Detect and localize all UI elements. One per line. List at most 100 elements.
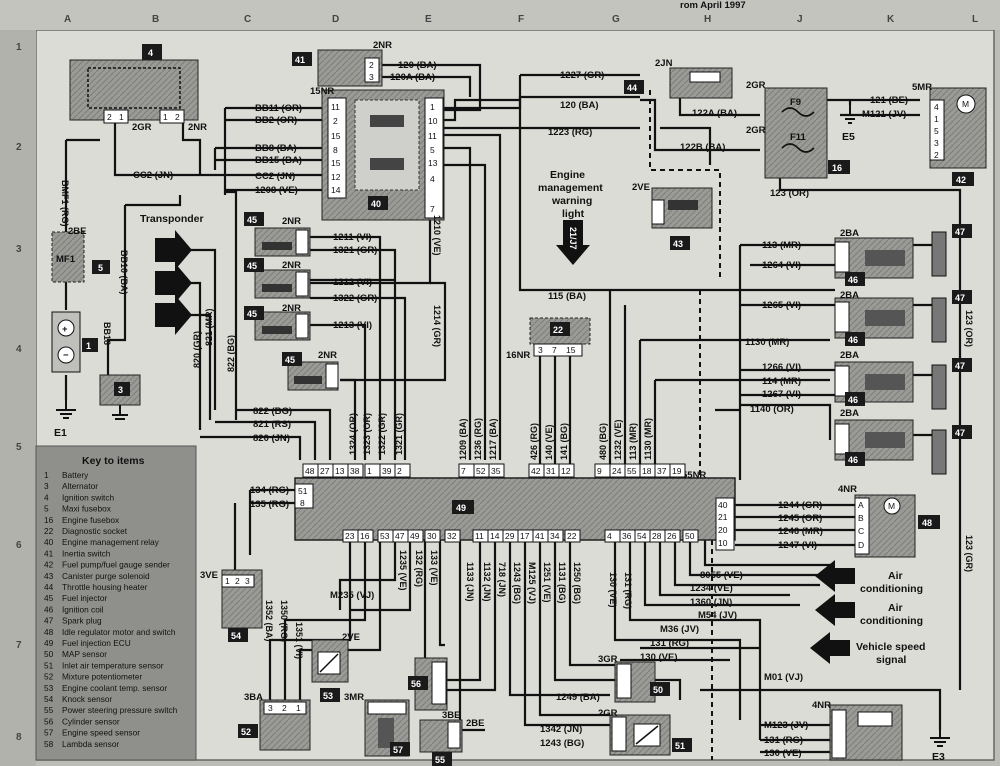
key-item-label: Maxi fusebox xyxy=(62,504,112,514)
svg-text:A: A xyxy=(858,500,864,510)
svg-text:5MR: 5MR xyxy=(912,82,932,93)
svg-text:8055 (VE): 8055 (VE) xyxy=(700,570,743,581)
key-item-number: 49 xyxy=(44,638,54,648)
svg-text:2BA: 2BA xyxy=(840,290,859,301)
svg-text:7: 7 xyxy=(552,345,557,355)
svg-text:120 (BA): 120 (BA) xyxy=(398,60,437,71)
ecu-pin-label: 4 xyxy=(607,531,612,541)
screened-wires xyxy=(649,90,721,760)
key-item-label: Throttle housing heater xyxy=(62,582,148,592)
svg-text:2BA: 2BA xyxy=(840,228,859,239)
grid-rows: 1 2 3 4 5 6 7 8 xyxy=(16,42,22,743)
svg-text:4: 4 xyxy=(934,102,939,112)
svg-text:Engine: Engine xyxy=(550,169,585,181)
svg-text:52: 52 xyxy=(241,727,251,737)
svg-text:1322 (GR): 1322 (GR) xyxy=(377,413,387,455)
svg-text:F9: F9 xyxy=(790,97,801,108)
svg-text:−: − xyxy=(63,350,69,361)
svg-text:45: 45 xyxy=(247,309,257,319)
svg-text:2: 2 xyxy=(235,576,240,586)
svg-text:2BE: 2BE xyxy=(68,226,86,237)
svg-text:1235 (VE): 1235 (VE) xyxy=(398,550,408,591)
ecu-pin-label: 39 xyxy=(382,466,392,476)
svg-text:12: 12 xyxy=(331,172,341,182)
ecu-side-pins: 51 8 40 21 20 10 xyxy=(294,483,735,551)
ecu-pin-label: 36 xyxy=(622,531,632,541)
svg-text:A: A xyxy=(64,14,71,25)
ecu-pin-label: 17 xyxy=(520,531,530,541)
ecu-pin-label: 22 xyxy=(567,531,577,541)
svg-text:22: 22 xyxy=(553,325,563,335)
svg-text:130 (VE): 130 (VE) xyxy=(608,572,618,608)
ignition-coil-3: 46 2BA xyxy=(834,350,914,406)
svg-text:B: B xyxy=(858,513,864,523)
key-item-label: Ignition switch xyxy=(62,492,114,502)
svg-text:2JN: 2JN xyxy=(655,58,673,69)
power-steering-switch: 55 3BE 2BE xyxy=(419,710,484,766)
ecu-pin xyxy=(682,529,699,543)
key-item-label: Engine coolant temp. sensor xyxy=(62,683,167,693)
svg-text:8: 8 xyxy=(16,732,22,743)
svg-text:E3: E3 xyxy=(932,751,945,763)
ecu-pin-label: 14 xyxy=(490,531,500,541)
ground-e1: E1 xyxy=(54,400,76,439)
spark-plugs: 47 47 47 47 xyxy=(931,224,972,475)
svg-text:113 (MR): 113 (MR) xyxy=(628,423,638,460)
fuel-injector-2: 45 2NR xyxy=(244,258,311,299)
svg-text:4NR: 4NR xyxy=(838,484,857,495)
svg-text:2NR: 2NR xyxy=(282,216,301,227)
svg-text:718 (JN): 718 (JN) xyxy=(497,562,507,597)
svg-text:21: 21 xyxy=(718,512,728,522)
svg-text:47: 47 xyxy=(955,227,965,237)
ecu-pin-label: 11 xyxy=(475,531,484,541)
svg-text:2NR: 2NR xyxy=(282,260,301,271)
svg-text:15NR: 15NR xyxy=(310,86,334,97)
svg-text:130 (VE): 130 (VE) xyxy=(640,652,678,663)
svg-text:1245 (OR): 1245 (OR) xyxy=(778,513,822,524)
key-item-number: 3 xyxy=(44,481,49,491)
ecu-pin-label: 55 xyxy=(627,466,637,476)
ecu-pin-label: 53 xyxy=(380,531,390,541)
ecu-pin-label: 28 xyxy=(652,531,662,541)
svg-text:46: 46 xyxy=(848,335,858,345)
svg-text:E5: E5 xyxy=(842,131,855,143)
svg-text:Air: Air xyxy=(888,602,903,614)
svg-text:3: 3 xyxy=(538,345,543,355)
header-fragment: rom April 1997 xyxy=(680,0,746,11)
svg-text:3: 3 xyxy=(118,385,123,395)
key-item-number: 40 xyxy=(44,537,54,547)
canister-purge-solenoid: 43 2VE xyxy=(632,182,713,250)
svg-text:46: 46 xyxy=(848,275,858,285)
svg-text:16: 16 xyxy=(832,163,842,173)
key-item-number: 56 xyxy=(44,716,54,726)
svg-text:warning: warning xyxy=(551,195,592,207)
svg-text:5: 5 xyxy=(430,145,435,155)
svg-text:122A (BA): 122A (BA) xyxy=(692,108,737,119)
svg-text:M36 (JV): M36 (JV) xyxy=(660,624,699,635)
ecu-pin xyxy=(558,463,575,478)
svg-text:1321 (GR): 1321 (GR) xyxy=(394,413,404,455)
svg-text:D: D xyxy=(858,540,864,550)
svg-text:121 (BE): 121 (BE) xyxy=(870,95,908,106)
key-item-number: 42 xyxy=(44,560,54,570)
svg-text:BB2 (OR): BB2 (OR) xyxy=(255,115,297,126)
svg-text:45: 45 xyxy=(247,215,257,225)
svg-text:140 (VE): 140 (VE) xyxy=(544,424,554,460)
svg-text:1322 (GR): 1322 (GR) xyxy=(333,293,377,304)
key-item-label: Fuel injection ECU xyxy=(62,638,131,648)
svg-text:2NR: 2NR xyxy=(373,40,392,51)
svg-text:120A (BA): 120A (BA) xyxy=(390,72,435,83)
ecu-pin-label: 34 xyxy=(550,531,560,541)
inertia-switch: 41 23 2NR xyxy=(292,40,392,87)
throttle-housing-heater: 44 2JN xyxy=(624,58,733,99)
svg-text:51: 51 xyxy=(675,741,685,751)
key-item-number: 57 xyxy=(44,728,54,738)
key-item-number: 16 xyxy=(44,515,54,525)
ecu-pin-label: 7 xyxy=(461,466,466,476)
svg-text:1267 (VI): 1267 (VI) xyxy=(762,389,801,400)
svg-text:1133 (JN): 1133 (JN) xyxy=(465,562,475,602)
key-item-number: 44 xyxy=(44,582,54,592)
svg-text:47: 47 xyxy=(955,293,965,303)
